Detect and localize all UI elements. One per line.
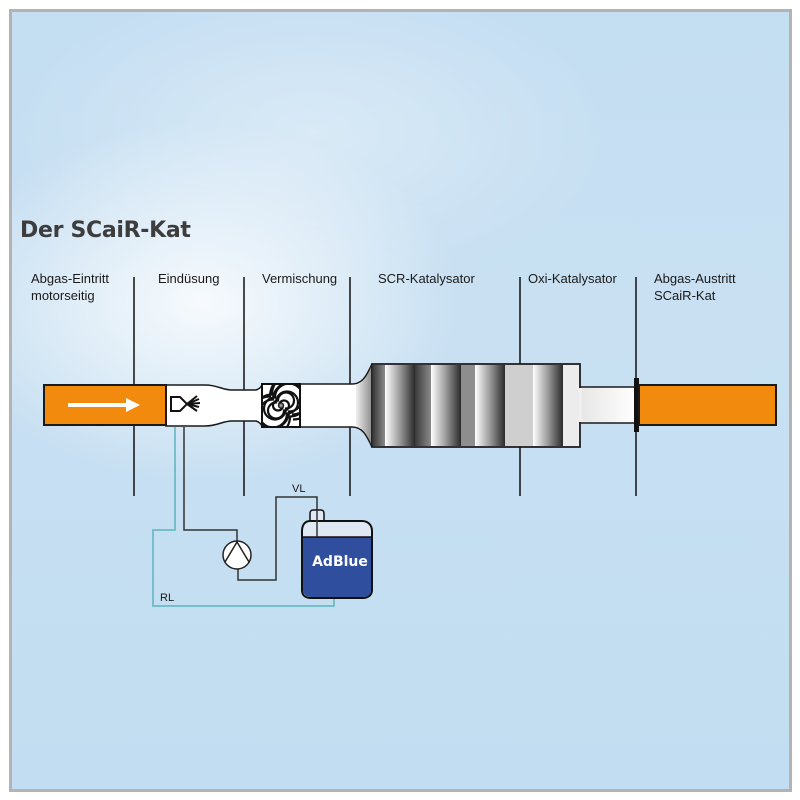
tank-icon (301, 509, 373, 599)
section-label-inlet-line1: Abgas-Eintritt (31, 271, 110, 286)
section-label-outlet-line1: Abgas-Austritt (654, 271, 736, 286)
catalyst-end (563, 365, 579, 446)
catalyst-brick-8 (533, 365, 563, 446)
section-label-inlet: Abgas-Eintritt motorseitig (31, 270, 109, 304)
adblue-tank-label: AdBlue (312, 554, 368, 570)
supply-line-label: VL (292, 483, 306, 495)
catalyst-brick-6 (475, 365, 505, 446)
supply-line-tank (237, 496, 318, 581)
section-label-injection: Eindüsung (158, 270, 219, 287)
catalyst-brick-2 (385, 365, 415, 446)
exhaust-outlet-pipe (638, 384, 777, 426)
outlet-flange (634, 378, 639, 432)
return-line-label: RL (160, 592, 175, 604)
section-label-injection-line1: Eindüsung (158, 271, 220, 286)
injection-nozzle-icon (170, 395, 201, 412)
section-label-mixing-line1: Vermischung (262, 271, 338, 286)
supply-line-nozzle (183, 427, 238, 542)
catalyst-brick-4 (431, 365, 461, 446)
catalyst-body (371, 363, 581, 448)
section-label-scr: SCR-Katalysator (378, 270, 475, 287)
catalyst-brick-5 (461, 365, 475, 446)
catalyst-brick-3 (415, 365, 431, 446)
section-label-scr-line1: SCR-Katalysator (378, 271, 475, 286)
catalyst-brick-7 (505, 365, 533, 446)
pump-icon (222, 540, 252, 570)
scr-inlet-cone (356, 364, 372, 447)
catalyst-brick-1 (373, 365, 385, 446)
outlet-pipe (579, 386, 637, 424)
flow-arrow-icon (68, 398, 140, 412)
section-label-oxi: Oxi-Katalysator (528, 270, 617, 287)
return-line (152, 427, 335, 607)
diagram-title: Der SCaiR-Kat (20, 218, 191, 243)
section-label-outlet: Abgas-Austritt SCaiR-Kat (654, 270, 736, 304)
section-label-inlet-line2: motorseitig (31, 288, 95, 303)
mixer-swirl-icon (261, 383, 301, 428)
section-label-mixing: Vermischung (262, 270, 337, 287)
section-label-outlet-line2: SCaiR-Kat (654, 288, 716, 303)
section-label-oxi-line1: Oxi-Katalysator (528, 271, 617, 286)
injection-pipe (165, 383, 263, 428)
adblue-circuit (152, 427, 373, 607)
